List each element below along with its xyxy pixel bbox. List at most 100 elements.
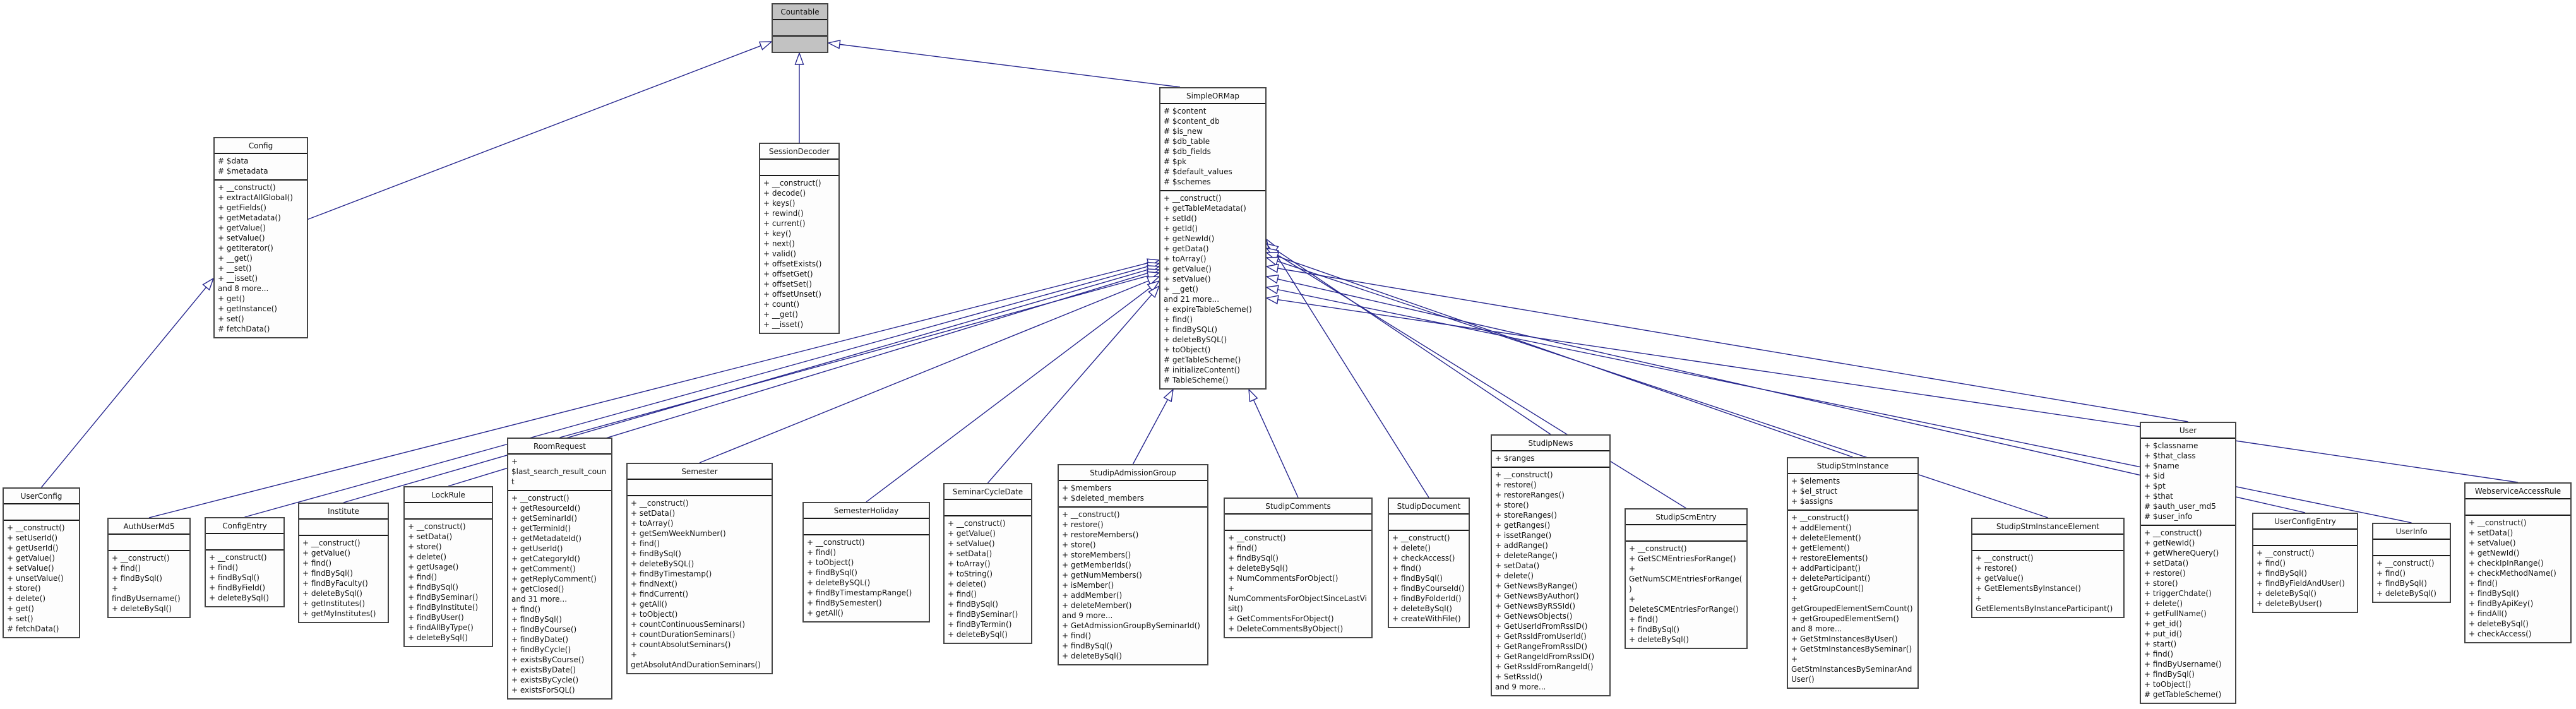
class-method: + findByDate(): [511, 635, 569, 644]
class-method: + setValue(): [948, 539, 995, 548]
class-method: + getElement(): [1791, 544, 1850, 552]
class-method: + toObject(): [807, 558, 854, 567]
class-method: + GetUserIdFromRssID(): [1495, 622, 1588, 631]
class-box-SimpleORMap[interactable]: SimpleORMap# $content# $content_db# $is_…: [1159, 87, 1267, 390]
class-attribute: + $classname: [2144, 441, 2198, 450]
class-box-SemesterHoliday[interactable]: SemesterHoliday+ __construct()+ find()+ …: [802, 502, 930, 623]
class-method: + deleteBySql(): [948, 630, 1008, 639]
class-box-UserInfo[interactable]: UserInfo + __construct()+ find()+ findByS…: [2372, 523, 2451, 603]
class-title[interactable]: Config: [248, 141, 273, 150]
class-method: + getResourceId(): [511, 504, 581, 513]
class-method: + setId(): [1164, 214, 1197, 223]
class-method: + findNext(): [631, 580, 677, 588]
class-method: + toObject(): [1164, 345, 1211, 354]
class-box-StudipComments[interactable]: StudipComments+ __construct()+ find()+ f…: [1224, 497, 1373, 638]
class-title[interactable]: Semester: [681, 467, 718, 476]
class-method: + delete(): [7, 594, 46, 603]
class-box-StudipStmInstance[interactable]: StudipStmInstance+ $elements+ $el_struct…: [1787, 457, 1919, 689]
class-method: + getNewId(): [2144, 539, 2195, 547]
inheritance-edge-AuthUserMd5-to-SimpleORMap: [148, 262, 1148, 518]
class-method: + setData(): [408, 532, 453, 541]
class-method: + delete(): [2144, 599, 2183, 608]
class-method: + getValue(): [948, 529, 996, 538]
class-title[interactable]: User: [2179, 426, 2197, 435]
class-method: + findBySql(): [2144, 670, 2195, 679]
class-box-SessionDecoder[interactable]: SessionDecoder+ __construct()+ decode()+…: [759, 143, 840, 334]
class-title[interactable]: StudipStmInstance: [1816, 462, 1889, 470]
class-method: + GetAdmissionGroupBySeminarId(): [1062, 621, 1200, 630]
class-title[interactable]: StudipScmEntry: [1655, 513, 1717, 521]
class-box-StudipScmEntry[interactable]: StudipScmEntry+ __construct()+ GetSCMEnt…: [1625, 508, 1748, 649]
inheritance-edge-StudipScmEntry-to-SimpleORMap: [1275, 253, 1686, 509]
class-method: + getValue(): [1976, 574, 2024, 583]
class-box-WebserviceAccessRule[interactable]: WebserviceAccessRule+ __construct()+ set…: [2464, 482, 2572, 643]
class-title[interactable]: SessionDecoder: [768, 147, 830, 156]
class-title[interactable]: RoomRequest: [534, 442, 586, 451]
class-title[interactable]: StudipNews: [1528, 439, 1573, 448]
class-attributes-compartment: [1225, 513, 1371, 530]
class-method: + deleteBySQL(): [1164, 335, 1227, 344]
class-method: and 9 more...: [1062, 611, 1113, 620]
class-method: + find(): [2144, 650, 2174, 658]
class-method: + setData(): [2144, 559, 2189, 568]
class-method: + delete(): [1495, 571, 1534, 580]
class-box-LockRule[interactable]: LockRule+ __construct()+ setData()+ stor…: [403, 486, 493, 647]
class-attribute: # $default_values: [1164, 167, 1232, 176]
class-method: + getInstitutes(): [302, 599, 366, 608]
class-method: + getId(): [1164, 224, 1198, 233]
class-methods-compartment: + __construct()+ find()+ findBySql()+ de…: [2373, 555, 2450, 602]
class-method: + GetRssIdFromUserId(): [1495, 632, 1587, 641]
class-box-Countable[interactable]: Countable: [772, 3, 828, 53]
class-box-UserConfigEntry[interactable]: UserConfigEntry+ __construct()+ find()+ …: [2252, 513, 2358, 613]
class-title[interactable]: SeminarCycleDate: [952, 487, 1023, 496]
class-box-RoomRequest[interactable]: RoomRequest + $last_search_result_count + …: [507, 438, 612, 700]
class-title[interactable]: SimpleORMap: [1186, 92, 1240, 100]
class-box-SeminarCycleDate[interactable]: SeminarCycleDate+ __construct()+ getValu…: [943, 483, 1032, 644]
class-method: + GetRangeIdFromRssID(): [1495, 652, 1595, 661]
class-box-StudipAdmissionGroup[interactable]: StudipAdmissionGroup+ $members+ $deleted…: [1058, 464, 1208, 665]
class-attribute: # $metadata: [218, 167, 268, 176]
class-box-Config[interactable]: Config# $data# $metadata+ __construct()+…: [213, 137, 308, 338]
class-attribute: + $last_search_result_count: [511, 457, 607, 486]
class-method: + findBySeminar(): [948, 610, 1018, 619]
class-title[interactable]: AuthUserMd5: [123, 522, 175, 531]
class-method: + GetStmInstancesBySeminar(): [1791, 645, 1912, 653]
inheritance-arrowhead-icon: [794, 51, 804, 65]
class-title[interactable]: StudipDocument: [1397, 502, 1461, 511]
class-box-UserConfig[interactable]: UserConfig+ __construct()+ setUserId()+ …: [3, 487, 80, 638]
class-title[interactable]: Institute: [328, 507, 359, 516]
class-attributes-compartment: [1626, 524, 1746, 540]
class-title[interactable]: UserConfigEntry: [2274, 517, 2336, 526]
class-title[interactable]: StudipComments: [1265, 502, 1331, 511]
class-method: + store(): [408, 542, 442, 551]
class-method: + findByApiKey(): [2469, 599, 2534, 608]
class-box-Semester[interactable]: Semester+ __construct()+ setData()+ toAr…: [626, 463, 773, 674]
class-method: + getUsage(): [408, 563, 459, 571]
class-attribute: + $name: [2144, 462, 2179, 470]
class-box-AuthUserMd5[interactable]: AuthUserMd5+ __construct()+ find()+ find…: [107, 518, 191, 618]
class-method: + DeleteSCMEntriesForRange(): [1629, 595, 1739, 614]
class-method: + restore(): [1062, 520, 1104, 529]
class-box-User[interactable]: User+ $classname+ $that_class+ $name+ $i…: [2140, 422, 2236, 704]
class-box-StudipDocument[interactable]: StudipDocument+ __construct()+ delete()+…: [1388, 497, 1470, 628]
class-box-ConfigEntry[interactable]: ConfigEntry+ __construct()+ find()+ find…: [205, 517, 285, 607]
class-box-StudipStmInstanceElement[interactable]: StudipStmInstanceElement+ __construct()+…: [1971, 518, 2125, 618]
class-title[interactable]: StudipAdmissionGroup: [1090, 468, 1176, 477]
class-title[interactable]: ConfigEntry: [222, 521, 267, 530]
class-method: + countAbsolutSeminars(): [631, 640, 731, 649]
class-title[interactable]: StudipStmInstanceElement: [1996, 522, 2100, 531]
class-title[interactable]: SemesterHoliday: [833, 506, 899, 515]
class-method: + SetRssId(): [1495, 672, 1542, 681]
class-method: + deleteElement(): [1791, 533, 1861, 542]
class-box-Institute[interactable]: Institute+ __construct()+ getValue()+ fi…: [298, 503, 389, 623]
class-title[interactable]: WebserviceAccessRule: [2474, 487, 2561, 496]
class-method: + get(): [7, 604, 34, 613]
class-title[interactable]: LockRule: [431, 491, 465, 499]
class-method: + GetNewsByRSSId(): [1495, 602, 1576, 611]
class-title[interactable]: UserConfig: [20, 492, 63, 501]
class-box-StudipNews[interactable]: StudipNews+ $ranges+ __construct()+ rest…: [1491, 434, 1611, 696]
class-methods-compartment: + __construct()+ addElement()+ deleteEle…: [1788, 509, 1917, 688]
class-method: + start(): [2144, 640, 2177, 648]
class-title[interactable]: Countable: [780, 8, 820, 16]
class-title[interactable]: UserInfo: [2395, 527, 2428, 536]
